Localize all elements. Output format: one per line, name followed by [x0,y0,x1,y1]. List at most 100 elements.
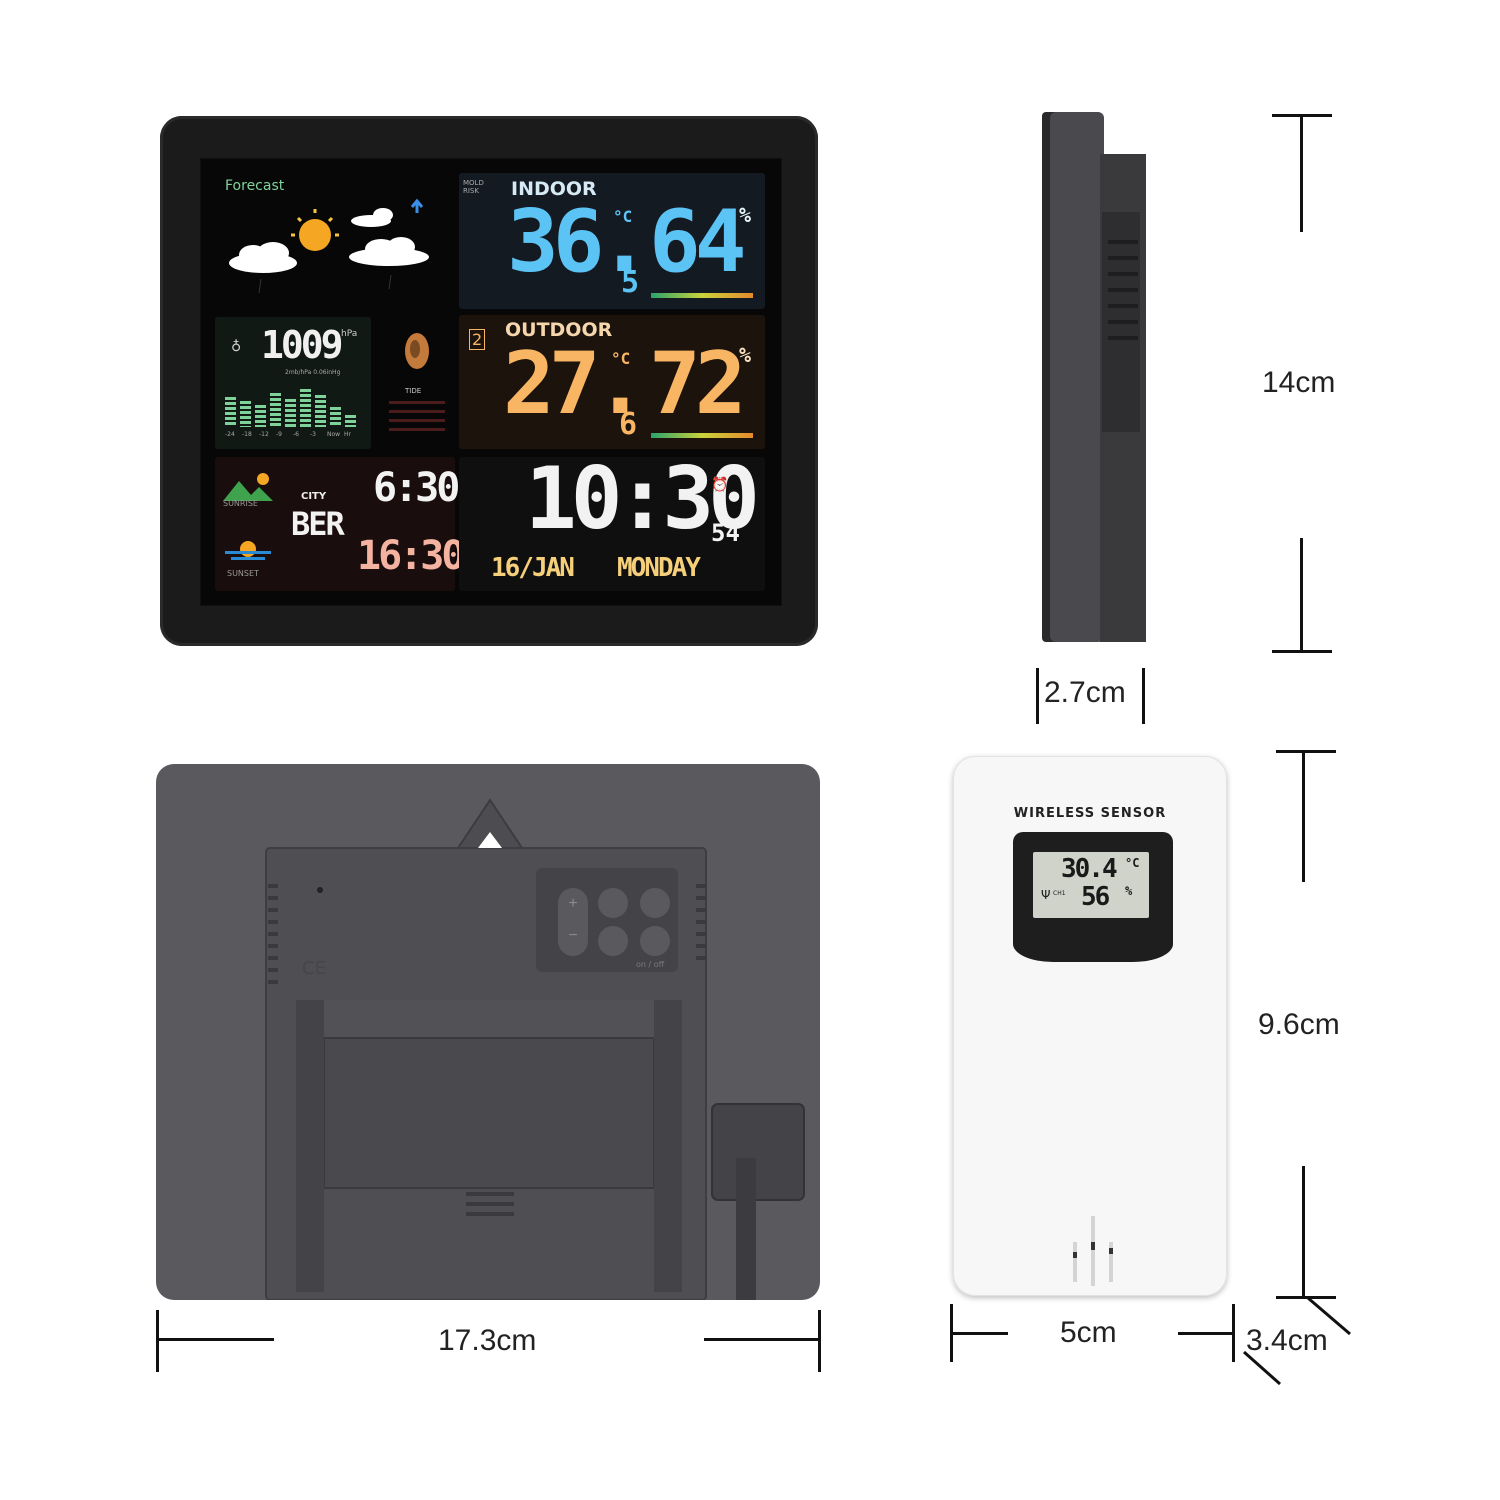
height-main-label: 14cm [1262,366,1336,399]
tide-label: TIDE [405,387,422,395]
height-sensor-bottom-cap [1276,1296,1336,1299]
sunset-time: 16:30 [357,533,465,579]
pressure-axis-tick: -24 [225,431,235,438]
mold-risk-label: MOLD RISK [463,179,484,195]
weather-station-front: Forecast [160,116,818,646]
mode-button[interactable] [598,888,628,918]
sensor-temperature: 30.4 [1061,854,1118,884]
date-display: 16/JAN [491,553,575,583]
indoor-temperature-unit: °C [613,207,633,226]
pressure-history-bar [345,415,356,427]
pressure-scale-label: 2mb/hPa 0.06inHg [285,369,341,376]
depth-sensor-lines [1243,1296,1351,1386]
sunrise-time: 6:30 [373,465,460,511]
indoor-temperature-decimal: 5 [621,265,640,300]
sunrise-icon [223,473,273,501]
pressure-panel: ♁ 1009 hPa 2mb/hPa 0.06inHg -24-18-12-9-… [215,317,371,449]
height-main-bottom-cap [1272,650,1332,653]
pressure-axis-tick: Hr [344,431,351,438]
clock-seconds: 54 [711,519,740,547]
height-sensor-top-cap [1276,750,1336,753]
tide-panel: TIDE [379,317,453,449]
pressure-history-graph [225,383,365,427]
weather-station-back: +− on / off CE [156,764,820,1300]
pressure-axis-tick: -9 [276,431,282,438]
pressure-axis-tick: -18 [242,431,252,438]
width-main-right-tick [818,1310,821,1372]
indoor-humidity-unit: % [739,203,752,227]
plus-minus-button[interactable]: +− [558,888,588,956]
sensor-humidity-unit: % [1125,884,1133,898]
color-display: Forecast [200,158,782,606]
channel-indicator: 2 [469,329,486,350]
sensor-temperature-unit: °C [1125,856,1140,870]
indoor-humidity: 64 [649,192,747,292]
pressure-axis-tick: -6 [293,431,299,438]
indoor-temperature: 36. [507,192,650,292]
weather-station-side-view [1042,112,1146,642]
sunset-label: SUNSET [227,569,259,578]
sensor-lcd: 30.4 °C Ψ CH1 56 % [1033,852,1149,918]
forecast-label: Forecast [225,178,285,194]
width-main-left-tick [156,1310,159,1372]
height-sensor-bottom-line [1302,1166,1305,1298]
pressure-value: 1009 [261,323,343,367]
pressure-axis-tick: Now [327,431,341,438]
depth-main-label: 2.7cm [1044,676,1126,709]
sunset-icon [225,541,271,560]
alarm-button[interactable] [640,926,670,956]
city-label: CITY [301,491,327,502]
width-sensor-left-line [950,1332,1008,1335]
pressure-axis-tick: -12 [259,431,269,438]
outdoor-temperature: 27. [503,334,646,434]
width-sensor-label: 5cm [1060,1316,1117,1349]
pressure-history-bar [315,395,326,427]
outdoor-label: OUTDOOR [505,319,613,341]
antenna-icon: Ψ [1041,888,1051,902]
depth-sensor-label: 3.4cm [1246,1324,1328,1357]
width-sensor-right-line [1178,1332,1234,1335]
sunrise-label: SUNRISE [223,499,258,508]
outdoor-temperature-decimal: 6 [619,407,638,442]
pressure-history-bar [285,399,296,427]
outdoor-temperature-unit: °C [611,349,631,368]
forecast-panel: Forecast [211,173,451,303]
depth-main-right-tick [1142,668,1145,724]
outdoor-panel: 2 OUTDOOR 27. 6 °C 72 % [459,315,765,449]
moon-phase-icon [405,333,429,369]
settings-button[interactable] [640,888,670,918]
height-main-bottom-line [1300,538,1303,652]
back-cover-outline [265,798,805,1300]
sensor-screen-bezel: 30.4 °C Ψ CH1 56 % [1013,832,1173,962]
city-code: BER [291,505,345,543]
sensor-title: WIRELESS SENSOR [1013,806,1167,821]
outdoor-humidity-unit: % [739,343,752,367]
width-sensor-right-tick [1232,1304,1235,1362]
pressure-history-bar [225,397,236,427]
width-main-left-line [156,1338,274,1341]
sun-panel: SUNRISE SUNSET CITY BER 6:30 16:30 [215,457,465,591]
width-main-label: 17.3cm [438,1324,537,1357]
tide-bars [389,401,445,435]
pressure-history-bar [240,401,251,427]
weather-forecast-icon [229,198,429,294]
pressure-history-bar [270,393,281,427]
sensor-humidity: 56 [1081,882,1110,912]
sensor-channel-label: CH1 [1053,890,1066,897]
pressure-history-bar [255,405,266,427]
pressure-history-bar [330,407,341,427]
ce-mark-icon: CE [302,958,326,979]
height-sensor-label: 9.6cm [1258,1008,1340,1041]
clock-time: 10:30 [525,449,760,549]
channel-button[interactable] [598,926,628,956]
indoor-comfort-bar [651,293,753,298]
outdoor-humidity: 72 [649,334,747,434]
sensor-vent-icon [1073,1216,1113,1286]
depth-main-left-tick [1036,668,1039,724]
height-sensor-top-line [1302,750,1305,882]
height-main-top-line [1300,114,1303,232]
pressure-axis-tick: -3 [310,431,316,438]
weekday-display: MONDAY [617,553,701,583]
on-off-label: on / off [636,960,665,969]
